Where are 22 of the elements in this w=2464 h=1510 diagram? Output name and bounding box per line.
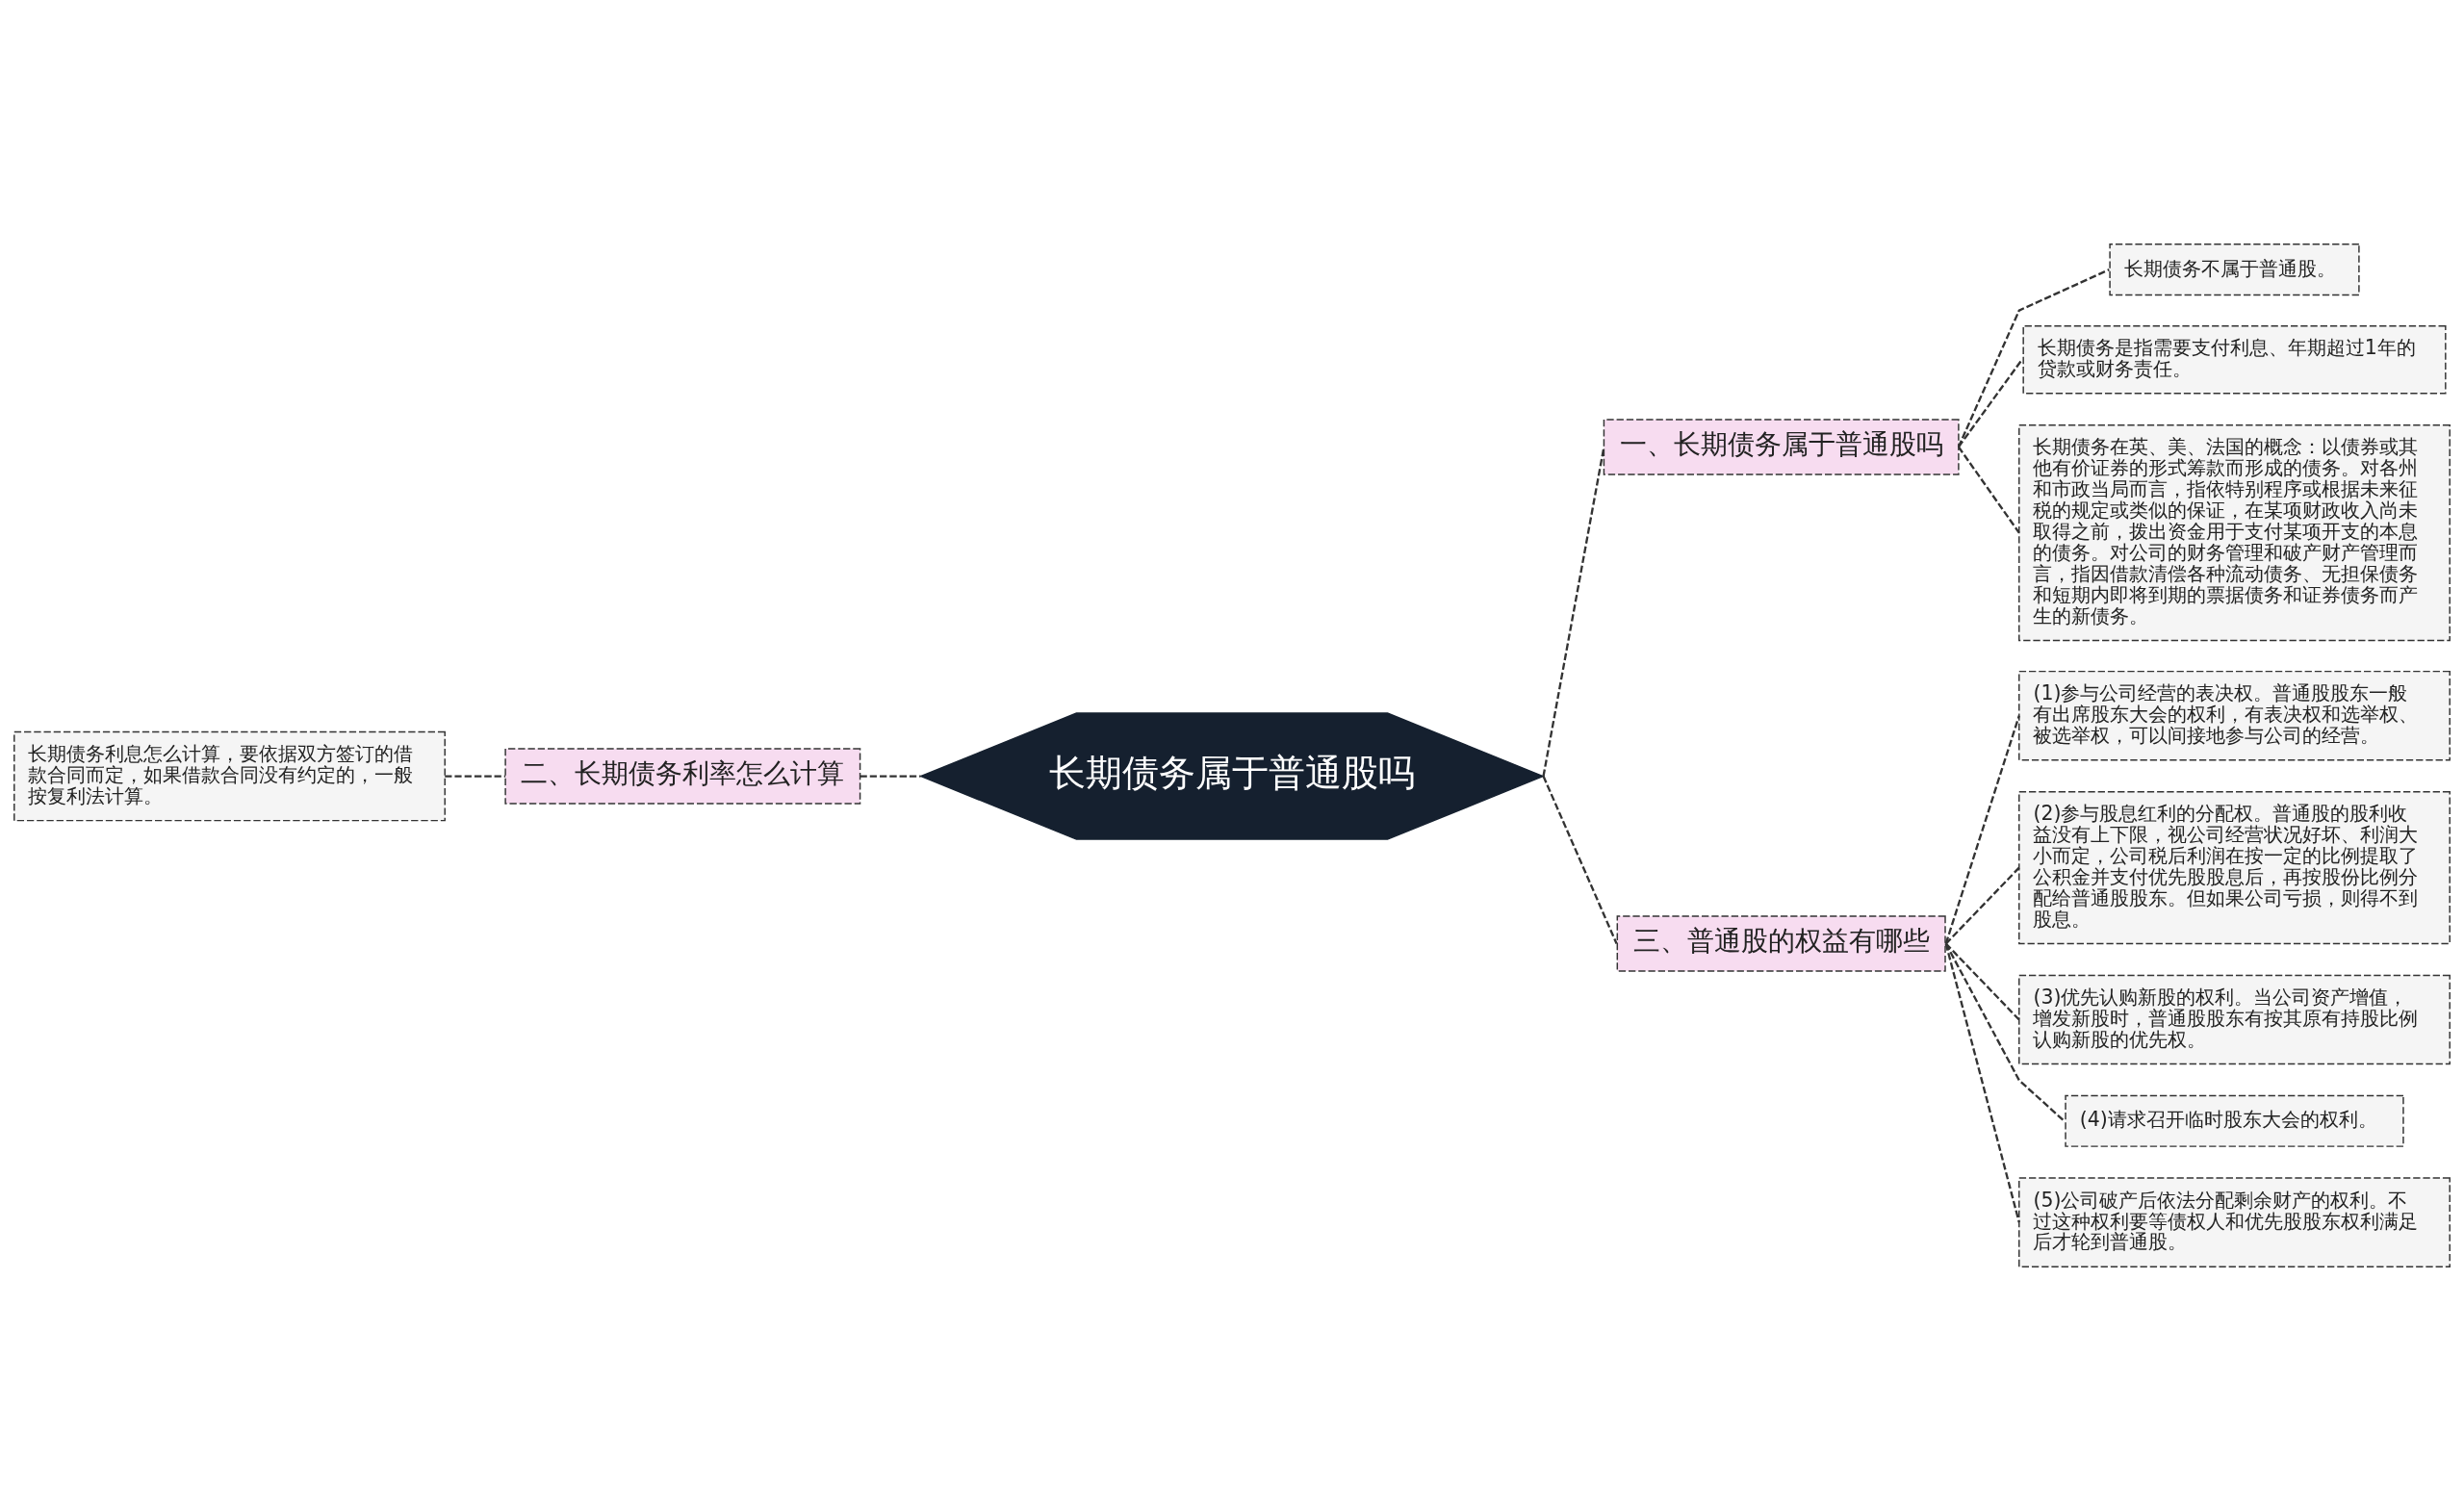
node-box: 三、普通股的权益有哪些 xyxy=(1616,914,1946,972)
connector xyxy=(445,774,506,778)
node-box: 长期债务利息怎么计算，要依据双方签订的借款合同而定，如果借款合同没有约定的，一般按复利法计算。 xyxy=(13,730,446,821)
connector xyxy=(1944,942,2066,1122)
connector xyxy=(860,774,921,778)
connector xyxy=(1944,714,2020,944)
node-box: (1)参与公司经营的表决权。普通股股东一般有出席股东大会的权利，有表决权和选举权、被选举权，可以间接地参与公司的经营。 xyxy=(2018,670,2451,760)
connector xyxy=(1957,268,2110,448)
node-box: 二、长期债务利率怎么计算 xyxy=(504,747,861,805)
connector xyxy=(1542,775,1618,944)
connector xyxy=(1944,866,2020,944)
node-box: 长期债务是指需要支付利息、年期超过1年的贷款或财务责任。 xyxy=(2022,324,2447,395)
node-box: (5)公司破产后依法分配剩余财产的权利。不过这种权利要等债权人和优先股股东权利满足后才轮到普通股。 xyxy=(2018,1176,2451,1267)
node-box: (2)参与股息红利的分配权。普通股的股利收益没有上下限，视公司经营状况好坏、利润大小而定，公司税后利润在按一定的比例提取了公积金并支付优先股股息后，再按股份比例分配给普通股股东。但如果公司亏损，则得不到股息。 xyxy=(2018,790,2451,944)
connector xyxy=(1957,358,2023,448)
node-box: 长期债务在英、美、法国的概念：以债券或其他有价证券的形式筹款而形成的债务。对各州和市政当局而言，指依特别程序或根据未来征税的规定或类似的保证，在某项财政收入尚未取得之前，拨出资金用于支付某项开支的本息的债务。对公司的财务管理和破产财产管理而言，指因借款清偿各种流动债务、无担保债务和短期内即将到期的票据债务和证券债务而产生的新债务。 xyxy=(2018,423,2451,641)
node-box: (4)请求召开临时股东大会的权利。 xyxy=(2065,1094,2404,1147)
connector xyxy=(1944,942,2020,1222)
node-box: 长期债务不属于普通股。 xyxy=(2109,243,2360,295)
node-box: 一、长期债务属于普通股吗 xyxy=(1603,418,1960,475)
connector xyxy=(1957,446,2020,533)
node-box: (3)优先认购新股的权利。当公司资产增值，增发新股时，普通股股东有按其原有持股比例认购新股的优先权。 xyxy=(2018,974,2451,1064)
